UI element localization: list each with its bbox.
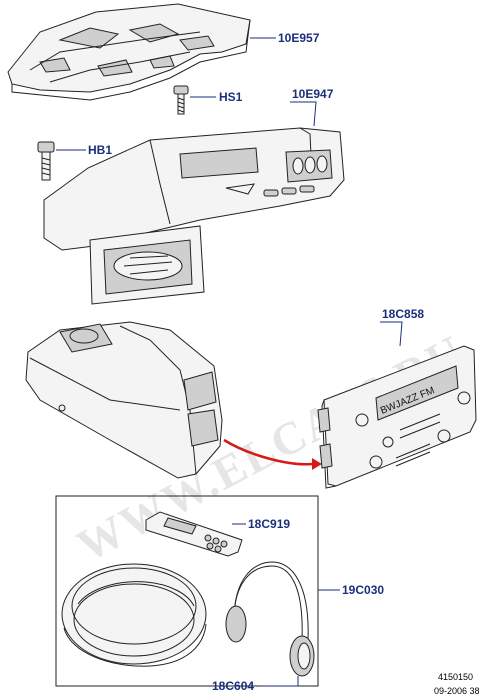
accessory-box [55, 495, 319, 687]
remote-control-part[interactable] [145, 511, 243, 557]
leader-18c604 [262, 676, 299, 687]
red-arrow [223, 438, 313, 466]
callout-18c858[interactable]: 18C858 [382, 307, 424, 321]
floor-console-part[interactable] [25, 321, 223, 479]
footer-date: 09-2006 38 [434, 686, 480, 696]
roof-bracket-part[interactable] [7, 3, 251, 101]
radio-unit-part[interactable]: BWJAZZ FM [317, 345, 477, 489]
callout-18c604[interactable]: 18C604 [212, 679, 254, 693]
overhead-console-part[interactable] [43, 127, 345, 305]
red-arrow-head [312, 458, 322, 470]
callout-10e947[interactable]: 10E947 [292, 87, 334, 101]
callout-hs1[interactable]: HS1 [219, 90, 243, 104]
leader-18c858 [380, 321, 403, 347]
headphone-case-part[interactable] [61, 563, 207, 667]
callout-10e957[interactable]: 10E957 [278, 31, 320, 45]
headphones-part[interactable] [225, 561, 315, 677]
bolt-hb1-part[interactable] [37, 141, 55, 181]
callout-hb1[interactable]: HB1 [88, 143, 112, 157]
leader-10e947 [290, 101, 317, 127]
screw-hs1-part[interactable] [173, 85, 189, 115]
footer-code: 4150150 [438, 672, 473, 682]
callout-19c030[interactable]: 19C030 [342, 583, 384, 597]
callout-18c919[interactable]: 18C919 [248, 517, 290, 531]
